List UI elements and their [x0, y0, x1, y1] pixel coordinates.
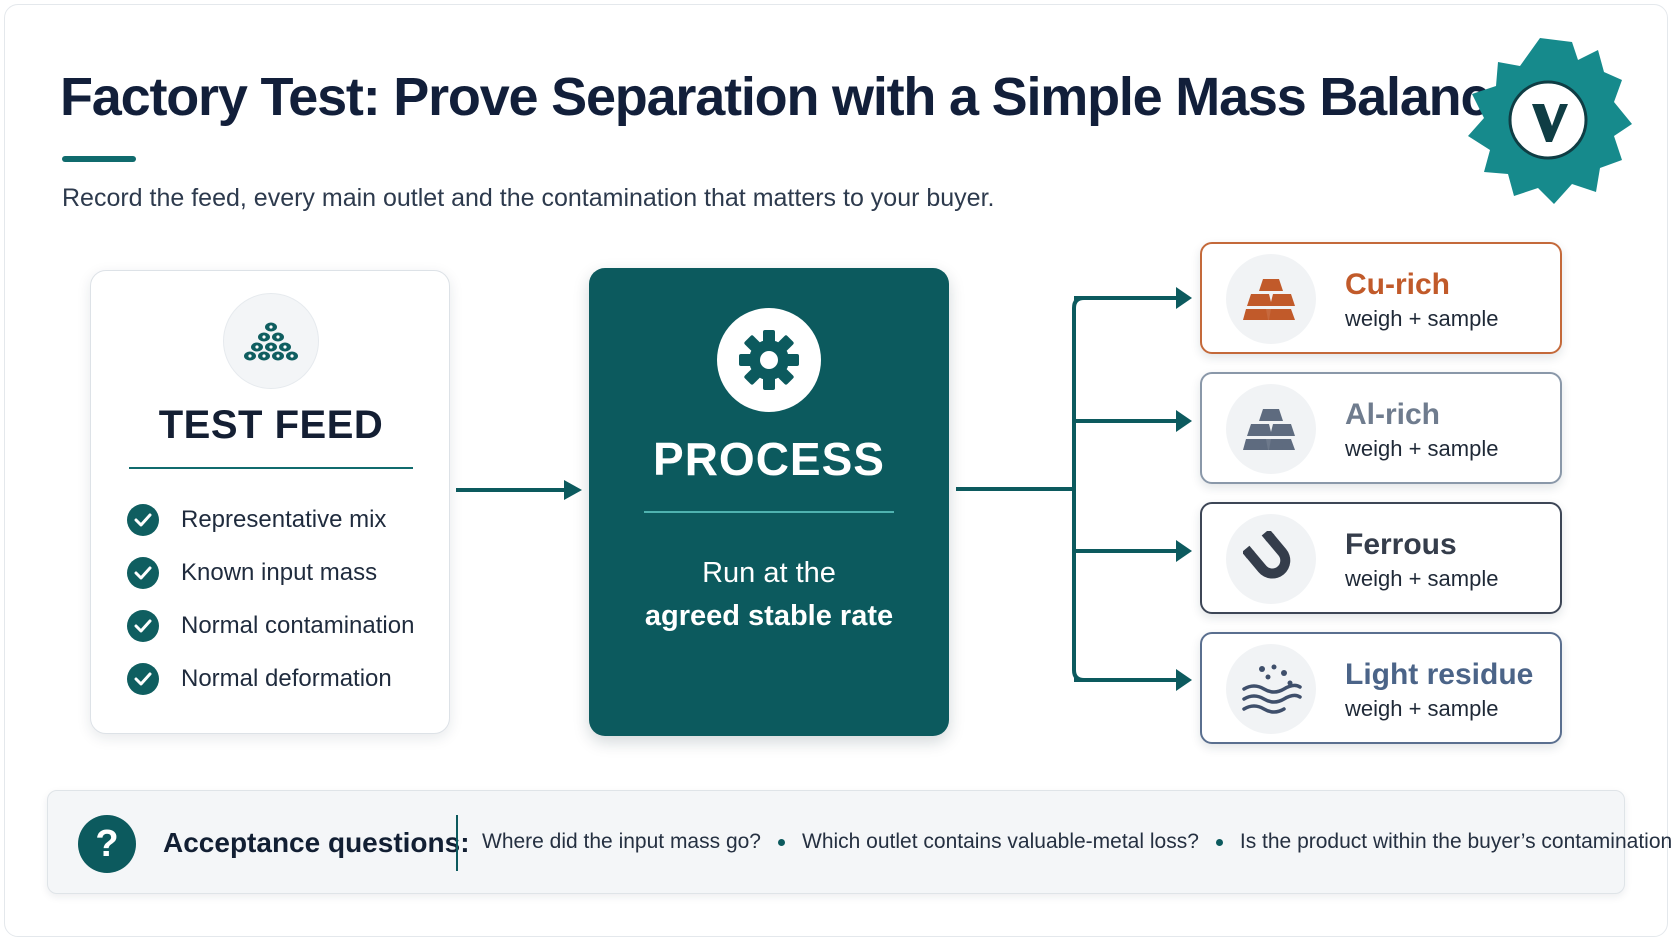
copper-ingots-icon	[1226, 254, 1316, 344]
list-item: Representative mix	[127, 493, 414, 546]
list-item: Normal deformation	[127, 652, 414, 705]
test-feed-divider	[129, 467, 413, 469]
pile-icon	[223, 293, 319, 389]
process-divider	[644, 511, 894, 513]
bullet-dot	[778, 838, 785, 846]
page-subtitle: Record the feed, every main outlet and t…	[62, 184, 995, 212]
list-item-text: Known input mass	[181, 558, 378, 586]
question-mark-icon: ?	[78, 815, 136, 873]
outlet-instruction: weigh + sample	[1345, 696, 1499, 721]
outlet-instruction: weigh + sample	[1345, 306, 1499, 331]
acceptance-question: Where did the input mass go?	[482, 830, 761, 853]
page-title: Factory Test: Prove Separation with a Si…	[60, 67, 1519, 127]
process-card: PROCESS Run at the agreed stable rate	[589, 268, 949, 736]
outlet-name: Light residue	[1345, 658, 1534, 691]
outlet-instruction: weigh + sample	[1345, 566, 1499, 591]
acceptance-question: Is the product within the buyer’s contam…	[1239, 830, 1672, 853]
bullet-dot	[1215, 838, 1223, 846]
process-title: PROCESS	[653, 433, 885, 485]
process-description-line1: Run at the	[702, 557, 836, 589]
outlet-instruction: weigh + sample	[1345, 436, 1499, 461]
list-item: Known input mass	[127, 546, 414, 599]
acceptance-questions-bar: ? Acceptance questions: Where did the in…	[47, 790, 1672, 894]
acceptance-divider	[456, 815, 458, 871]
check-icon	[127, 662, 159, 695]
acceptance-question: Which outlet contains valuable-metal los…	[802, 830, 1199, 853]
check-icon	[127, 556, 159, 589]
teal-gear-logo-icon	[1458, 30, 1638, 210]
check-icon	[127, 503, 159, 536]
test-feed-title: TEST FEED	[158, 403, 384, 447]
process-description-line2: agreed stable rate	[644, 600, 894, 632]
outlet-card-al-rich: Al-rich weigh + sample	[1200, 372, 1562, 484]
outlet-name: Cu-rich	[1345, 268, 1450, 301]
magnet-icon	[1226, 514, 1316, 604]
outlet-name: Al-rich	[1345, 398, 1441, 431]
test-feed-list: Representative mix Known input mass Norm…	[127, 493, 414, 705]
dust-wave-icon	[1226, 644, 1316, 734]
outlet-card-cu-rich: Cu-rich weigh + sample	[1200, 242, 1562, 354]
title-underline	[62, 156, 136, 162]
gear-icon	[717, 308, 821, 412]
list-item: Normal contamination	[127, 599, 414, 652]
process-description: Run at the agreed stable rate	[589, 552, 949, 638]
list-item-text: Representative mix	[181, 505, 387, 533]
acceptance-label: Acceptance questions:	[163, 827, 470, 858]
list-item-text: Normal deformation	[181, 664, 392, 692]
test-feed-card: TEST FEED Representative mix Known input…	[90, 270, 450, 734]
list-item-text: Normal contamination	[181, 611, 415, 639]
outlet-card-ferrous: Ferrous weigh + sample	[1200, 502, 1562, 614]
outlet-name: Ferrous	[1345, 528, 1457, 561]
check-icon	[127, 609, 159, 642]
aluminium-ingots-icon	[1226, 384, 1316, 474]
outlet-card-light-residue: Light residue weigh + sample	[1200, 632, 1562, 744]
acceptance-question-list: Where did the input mass go? Which outle…	[482, 830, 1672, 854]
